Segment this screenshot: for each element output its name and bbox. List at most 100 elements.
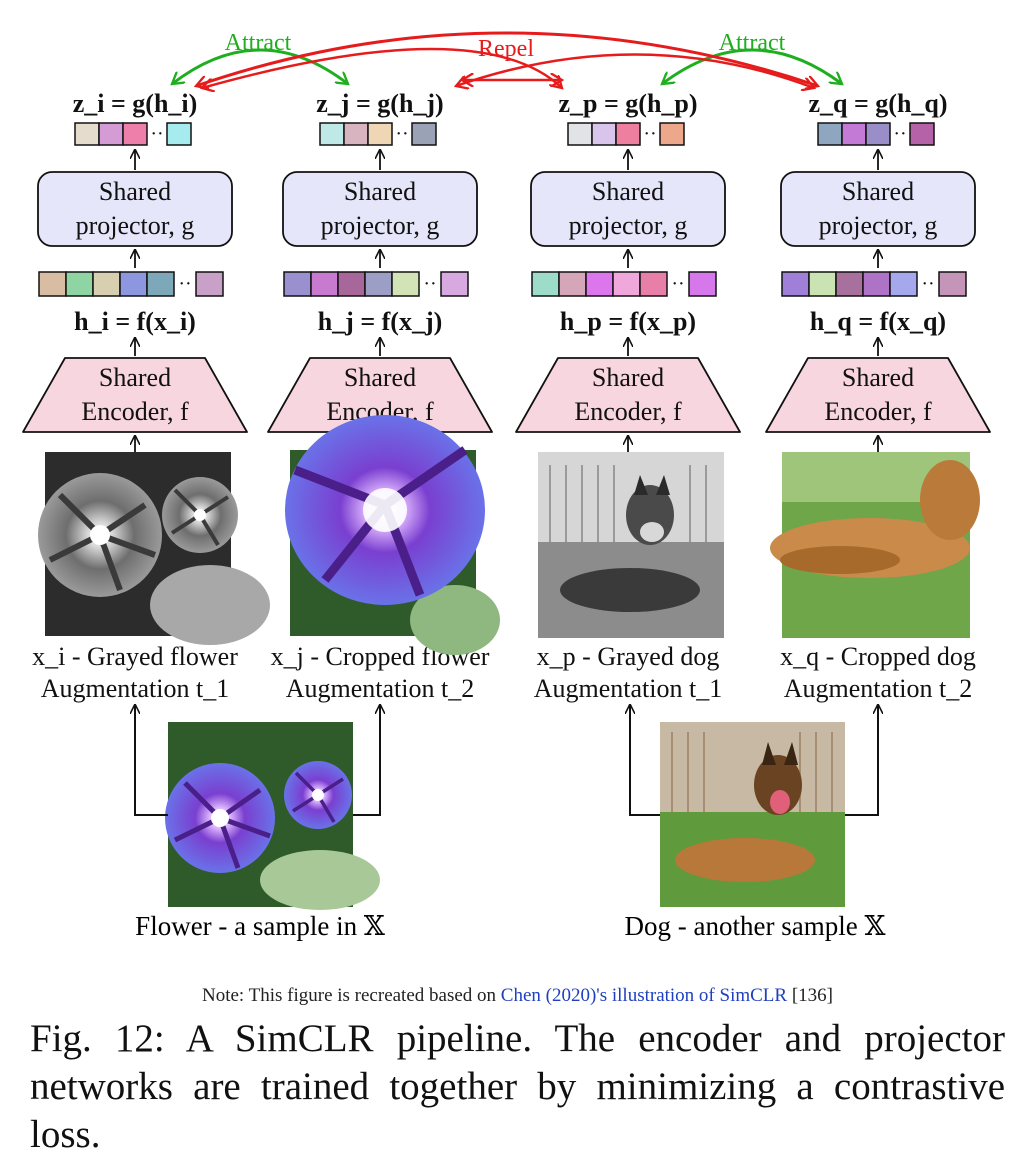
grayed-dog-image xyxy=(538,452,724,638)
note-prefix: Note: This figure is recreated based on xyxy=(201,985,497,1006)
shared-encoder-box xyxy=(765,357,991,433)
z-vector-cell xyxy=(615,122,641,146)
dog-sample-image xyxy=(660,722,845,907)
flower-sample-image xyxy=(165,722,380,910)
shared-encoder-box xyxy=(267,357,493,433)
encoder-label-line1: Shared xyxy=(99,363,171,392)
grayed-flower-image xyxy=(38,452,270,645)
attract-arrow-right xyxy=(662,48,842,84)
augmentation-label: Augmentation t_1 xyxy=(534,674,722,703)
encoder-label-line1: Shared xyxy=(592,363,664,392)
figure-caption: Fig. 12: A SimCLR pipeline. The encoder … xyxy=(30,1017,1005,1156)
augmentation-label: Augmentation t_2 xyxy=(784,674,972,703)
h-vector-cell xyxy=(531,271,560,297)
augmented-sample-label: x_i - Grayed flower xyxy=(32,642,238,671)
augmentation-label: Augmentation t_1 xyxy=(41,674,229,703)
z-vector-cell xyxy=(411,122,437,146)
z-vector-cell xyxy=(591,122,617,146)
shared-projector-box xyxy=(282,171,478,247)
projector-label-line1: Shared xyxy=(842,177,914,206)
attract-label-right: Attract xyxy=(719,30,786,56)
h-vector-cell xyxy=(558,271,587,297)
z-vector-cell xyxy=(74,122,100,146)
z-vector-cell xyxy=(367,122,393,146)
z-label: z_i = g(h_i) xyxy=(73,89,198,118)
h-vector-cell xyxy=(688,271,717,297)
h-vector-cell xyxy=(440,271,469,297)
cropped-flower-image xyxy=(285,415,500,655)
z-vector-cell xyxy=(865,122,891,146)
h-label: h_i = f(x_i) xyxy=(74,307,196,336)
h-vector-ellipsis: ·· xyxy=(921,273,934,295)
attract-label-left: Attract xyxy=(225,30,292,56)
projector-label-line1: Shared xyxy=(99,177,171,206)
projector-label-line2: projector, g xyxy=(569,211,688,240)
repel-arrow-mid xyxy=(202,47,562,88)
repel-arrow-inner xyxy=(456,53,814,88)
cropped-dog-image xyxy=(770,452,980,638)
shared-projector-box xyxy=(780,171,976,247)
z-vector-cell xyxy=(841,122,867,146)
h-vector-cell xyxy=(146,271,175,297)
pipeline-columns: z_i = g(h_i) ·· Shared projector, g ·· h_i = … xyxy=(22,89,991,703)
h-vector-cell xyxy=(310,271,339,297)
z-label: z_p = g(h_p) xyxy=(558,89,697,118)
projector-label-line2: projector, g xyxy=(819,211,938,240)
augmented-sample-label: x_p - Grayed dog xyxy=(537,642,720,671)
z-vector-cell xyxy=(567,122,593,146)
h-vector-cell xyxy=(337,271,366,297)
z-vector-ellipsis: ·· xyxy=(643,123,656,145)
encoder-label-line2: Encoder, f xyxy=(81,397,189,426)
shared-encoder-box xyxy=(515,357,741,433)
repel-arrow-outer xyxy=(196,31,818,86)
shared-projector-box xyxy=(530,171,726,247)
z-vector-cell xyxy=(817,122,843,146)
projector-label-line1: Shared xyxy=(592,177,664,206)
h-vector-cell xyxy=(92,271,121,297)
projector-label-line1: Shared xyxy=(344,177,416,206)
projector-label-line2: projector, g xyxy=(321,211,440,240)
attract-arrow-left xyxy=(172,48,348,84)
h-vector-ellipsis: ·· xyxy=(671,273,684,295)
augmentation-label: Augmentation t_2 xyxy=(286,674,474,703)
augmented-sample-label: x_q - Cropped dog xyxy=(780,642,976,671)
h-label: h_q = f(x_q) xyxy=(810,307,946,336)
h-vector-cell xyxy=(364,271,393,297)
h-vector-cell xyxy=(119,271,148,297)
h-vector-cell xyxy=(835,271,864,297)
z-vector-cell xyxy=(98,122,124,146)
z-vector-cell xyxy=(909,122,935,146)
h-vector-cell xyxy=(808,271,837,297)
shared-encoder-box xyxy=(22,357,248,433)
note-reference[interactable]: [136] xyxy=(791,985,833,1006)
h-vector-cell xyxy=(612,271,641,297)
h-vector-cell xyxy=(391,271,420,297)
h-vector-cell xyxy=(38,271,67,297)
h-vector-cell xyxy=(639,271,668,297)
z-vector-cell xyxy=(659,122,685,146)
h-vector-cell xyxy=(862,271,891,297)
z-vector-cell xyxy=(343,122,369,146)
h-vector-ellipsis: ·· xyxy=(423,273,436,295)
h-vector-ellipsis: ·· xyxy=(178,273,191,295)
contrastive-arrows: Attract Attract Repel xyxy=(172,30,842,88)
h-label: h_j = f(x_j) xyxy=(318,307,443,336)
figure-note: Note: This figure is recreated based on … xyxy=(0,985,1035,1007)
encoder-label-line2: Encoder, f xyxy=(574,397,682,426)
dog-sample-label: Dog - another sample 𝕏 xyxy=(625,911,886,941)
z-vector-ellipsis: ·· xyxy=(395,123,408,145)
encoder-label-line2: Encoder, f xyxy=(824,397,932,426)
z-vector-cell xyxy=(319,122,345,146)
z-vector-cell xyxy=(166,122,192,146)
projector-label-line2: projector, g xyxy=(76,211,195,240)
encoder-label-line1: Shared xyxy=(344,363,416,392)
h-vector-cell xyxy=(889,271,918,297)
encoder-label-line1: Shared xyxy=(842,363,914,392)
h-vector-cell xyxy=(938,271,967,297)
shared-projector-box xyxy=(37,171,233,247)
h-vector-cell xyxy=(65,271,94,297)
h-label: h_p = f(x_p) xyxy=(560,307,696,336)
note-citation-link[interactable]: Chen (2020)'s illustration of SimCLR xyxy=(500,985,788,1006)
